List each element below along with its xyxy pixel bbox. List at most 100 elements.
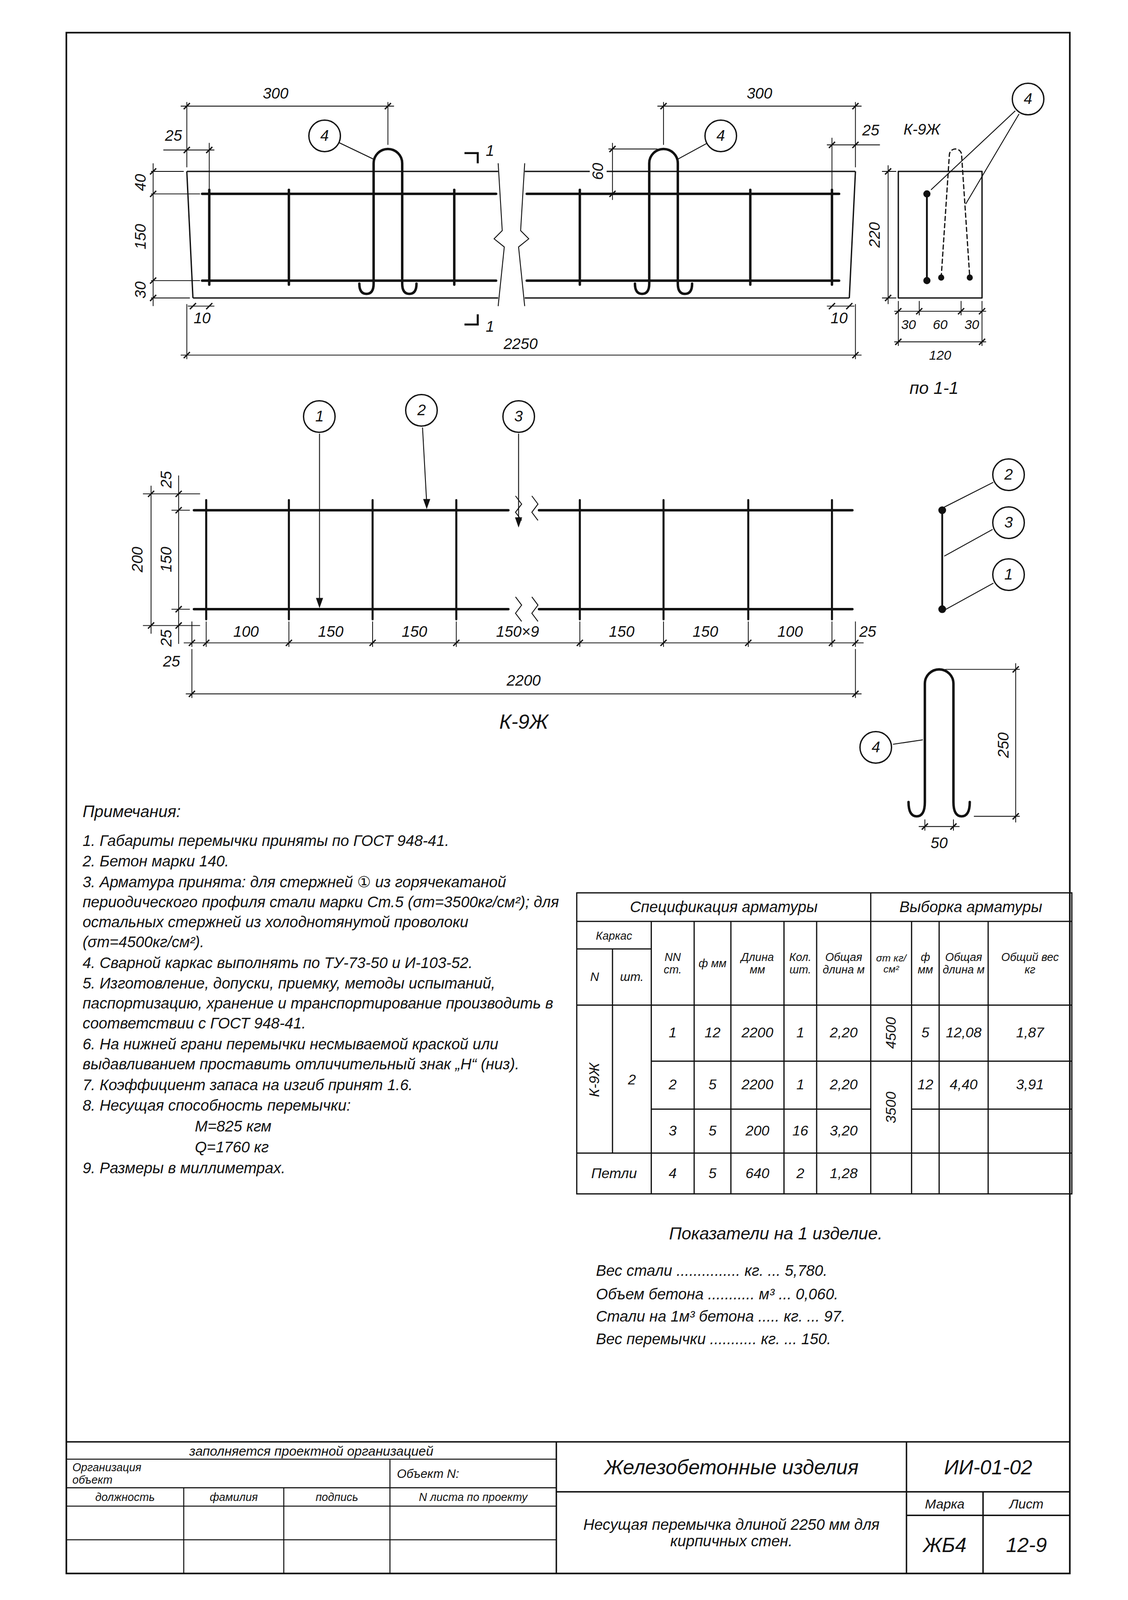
section-mark <box>464 153 478 325</box>
dimension-line <box>163 142 215 191</box>
table-cell: Спецификация арматуры <box>628 899 819 917</box>
note-text: 2. Бетон марки 140. <box>81 851 562 872</box>
summary-text: Показатели на 1 изделие. <box>668 1223 884 1243</box>
dimension-label: 25 <box>858 623 878 641</box>
table-grid <box>576 893 1073 1195</box>
table-cell: 2200 <box>740 1025 775 1041</box>
note-text: 4. Сварной каркас выполнять по ТУ-73-50 … <box>81 953 562 974</box>
dimension-label: 100 <box>776 623 804 641</box>
dimension-label: 150 <box>317 623 345 641</box>
table-cell: Петли <box>590 1166 638 1182</box>
dimension-line <box>180 102 862 168</box>
rebar-dot <box>923 190 973 614</box>
callout-circle: 4 <box>859 730 893 764</box>
rebar-dot <box>923 277 931 285</box>
notes-block: Примечания:1. Габариты перемычки приняты… <box>81 801 562 1179</box>
table-cell: 640 <box>744 1166 771 1182</box>
note-text: 6. На нижней грани перемычки несмываемой… <box>81 1034 562 1075</box>
note-text: 7. Коэффициент запаса на изгиб принят 1.… <box>81 1075 562 1096</box>
table-grid <box>612 893 989 1195</box>
table-cell: 2,20 <box>829 1077 859 1093</box>
dimension-label: 30 <box>963 317 981 333</box>
note-text: Q=1760 кг <box>194 1137 562 1158</box>
drawing-frame <box>66 32 1070 1574</box>
table-cell: Кол. шт. <box>786 951 815 977</box>
note-text: 9. Размеры в миллиметрах. <box>81 1158 562 1179</box>
dimension-line <box>881 165 897 305</box>
rebar <box>908 669 970 817</box>
callout-number: 4 <box>871 738 881 756</box>
rebar <box>202 194 839 281</box>
title-block-grid <box>66 1459 557 1574</box>
table-cell: 3 <box>667 1123 678 1139</box>
dimension-label: 150 <box>607 623 636 641</box>
table-cell: 12 <box>703 1025 722 1041</box>
dimension-label: К-9Ж <box>498 710 549 734</box>
table-cell: 1,87 <box>1015 1025 1045 1041</box>
dimension-label: 10 <box>192 309 212 327</box>
rebar <box>194 510 853 610</box>
callout-circle: 4 <box>1011 82 1045 116</box>
table-cell: 12,08 <box>945 1025 983 1041</box>
title-block-cell: ЖБ4 <box>922 1533 968 1557</box>
table-cell: 1 <box>795 1025 806 1041</box>
rebar-dot <box>938 605 946 613</box>
table-cell: σт кг/см² <box>872 952 910 976</box>
table-cell: 2 <box>667 1077 678 1093</box>
dimension-label: 30 <box>900 317 917 333</box>
callout-circle: 2 <box>405 393 438 427</box>
dimension-line <box>180 304 862 360</box>
callout-circle: 2 <box>992 458 1025 492</box>
callout-number: 2 <box>1004 466 1013 484</box>
callout-circle: 3 <box>502 400 536 433</box>
dimension-label: 50 <box>929 834 949 852</box>
callout-number: 3 <box>1004 514 1013 532</box>
title-block-cell: Марка <box>924 1497 966 1512</box>
summary-text: Стали на 1м³ бетона ..... кг. ... 97. <box>595 1308 846 1326</box>
note-text: M=825 кгм <box>194 1116 562 1137</box>
title-block-cell: N листа по проекту <box>417 1491 529 1504</box>
table-cell: К-9Ж <box>586 1061 603 1098</box>
rebar <box>194 148 970 817</box>
callout-number: 4 <box>1023 90 1033 108</box>
dimension-line <box>142 102 1021 831</box>
dimension-label: 150 <box>691 623 720 641</box>
callout-circle: 4 <box>308 119 342 153</box>
dimension-label: 120 <box>928 347 953 363</box>
title-block-cell: Объект N: <box>396 1467 461 1481</box>
table-cell: ф мм <box>696 957 730 970</box>
section-mark <box>464 153 478 325</box>
title-block-grid <box>66 1441 1070 1574</box>
table-cell: 12 <box>916 1077 935 1093</box>
dimension-label: 100 <box>232 623 260 641</box>
table-cell: 1 <box>795 1077 806 1093</box>
title-block-cell: ИИ-01-02 <box>943 1456 1034 1479</box>
table-cell: 2 <box>627 1072 637 1088</box>
callout-number: 3 <box>514 408 523 425</box>
dimension-label: К-9Ж <box>902 121 942 139</box>
summary-text: Вес перемычки ........... кг. ... 150. <box>595 1330 832 1348</box>
dimension-label: 300 <box>745 85 774 103</box>
table-cell: 2 <box>795 1166 806 1182</box>
dimension-label: 150 <box>158 545 175 574</box>
dimension-line <box>187 305 855 307</box>
title-block-cell: должность <box>94 1491 156 1504</box>
table-cell: Длина мм <box>732 951 782 977</box>
note-text: 8. Несущая способность перемычки: <box>81 1095 562 1116</box>
title-block-cell: Лист <box>1008 1497 1045 1512</box>
dimension-label: 1 <box>484 318 496 336</box>
dimension-label: 60 <box>931 317 949 333</box>
table-cell: 4500 <box>883 1016 899 1050</box>
table-cell: шт. <box>619 970 645 984</box>
callout-circle: 1 <box>992 558 1025 592</box>
dimension-label: 1 <box>484 142 496 160</box>
title-block-cell: заполняется проектной организацией <box>188 1443 434 1459</box>
table-cell: 1 <box>667 1025 678 1041</box>
rebar <box>925 194 928 281</box>
dimension-label: 25 <box>861 122 881 140</box>
dimension-label: 200 <box>129 545 147 574</box>
leader-line <box>319 111 1019 745</box>
rebar-dot <box>937 274 945 281</box>
